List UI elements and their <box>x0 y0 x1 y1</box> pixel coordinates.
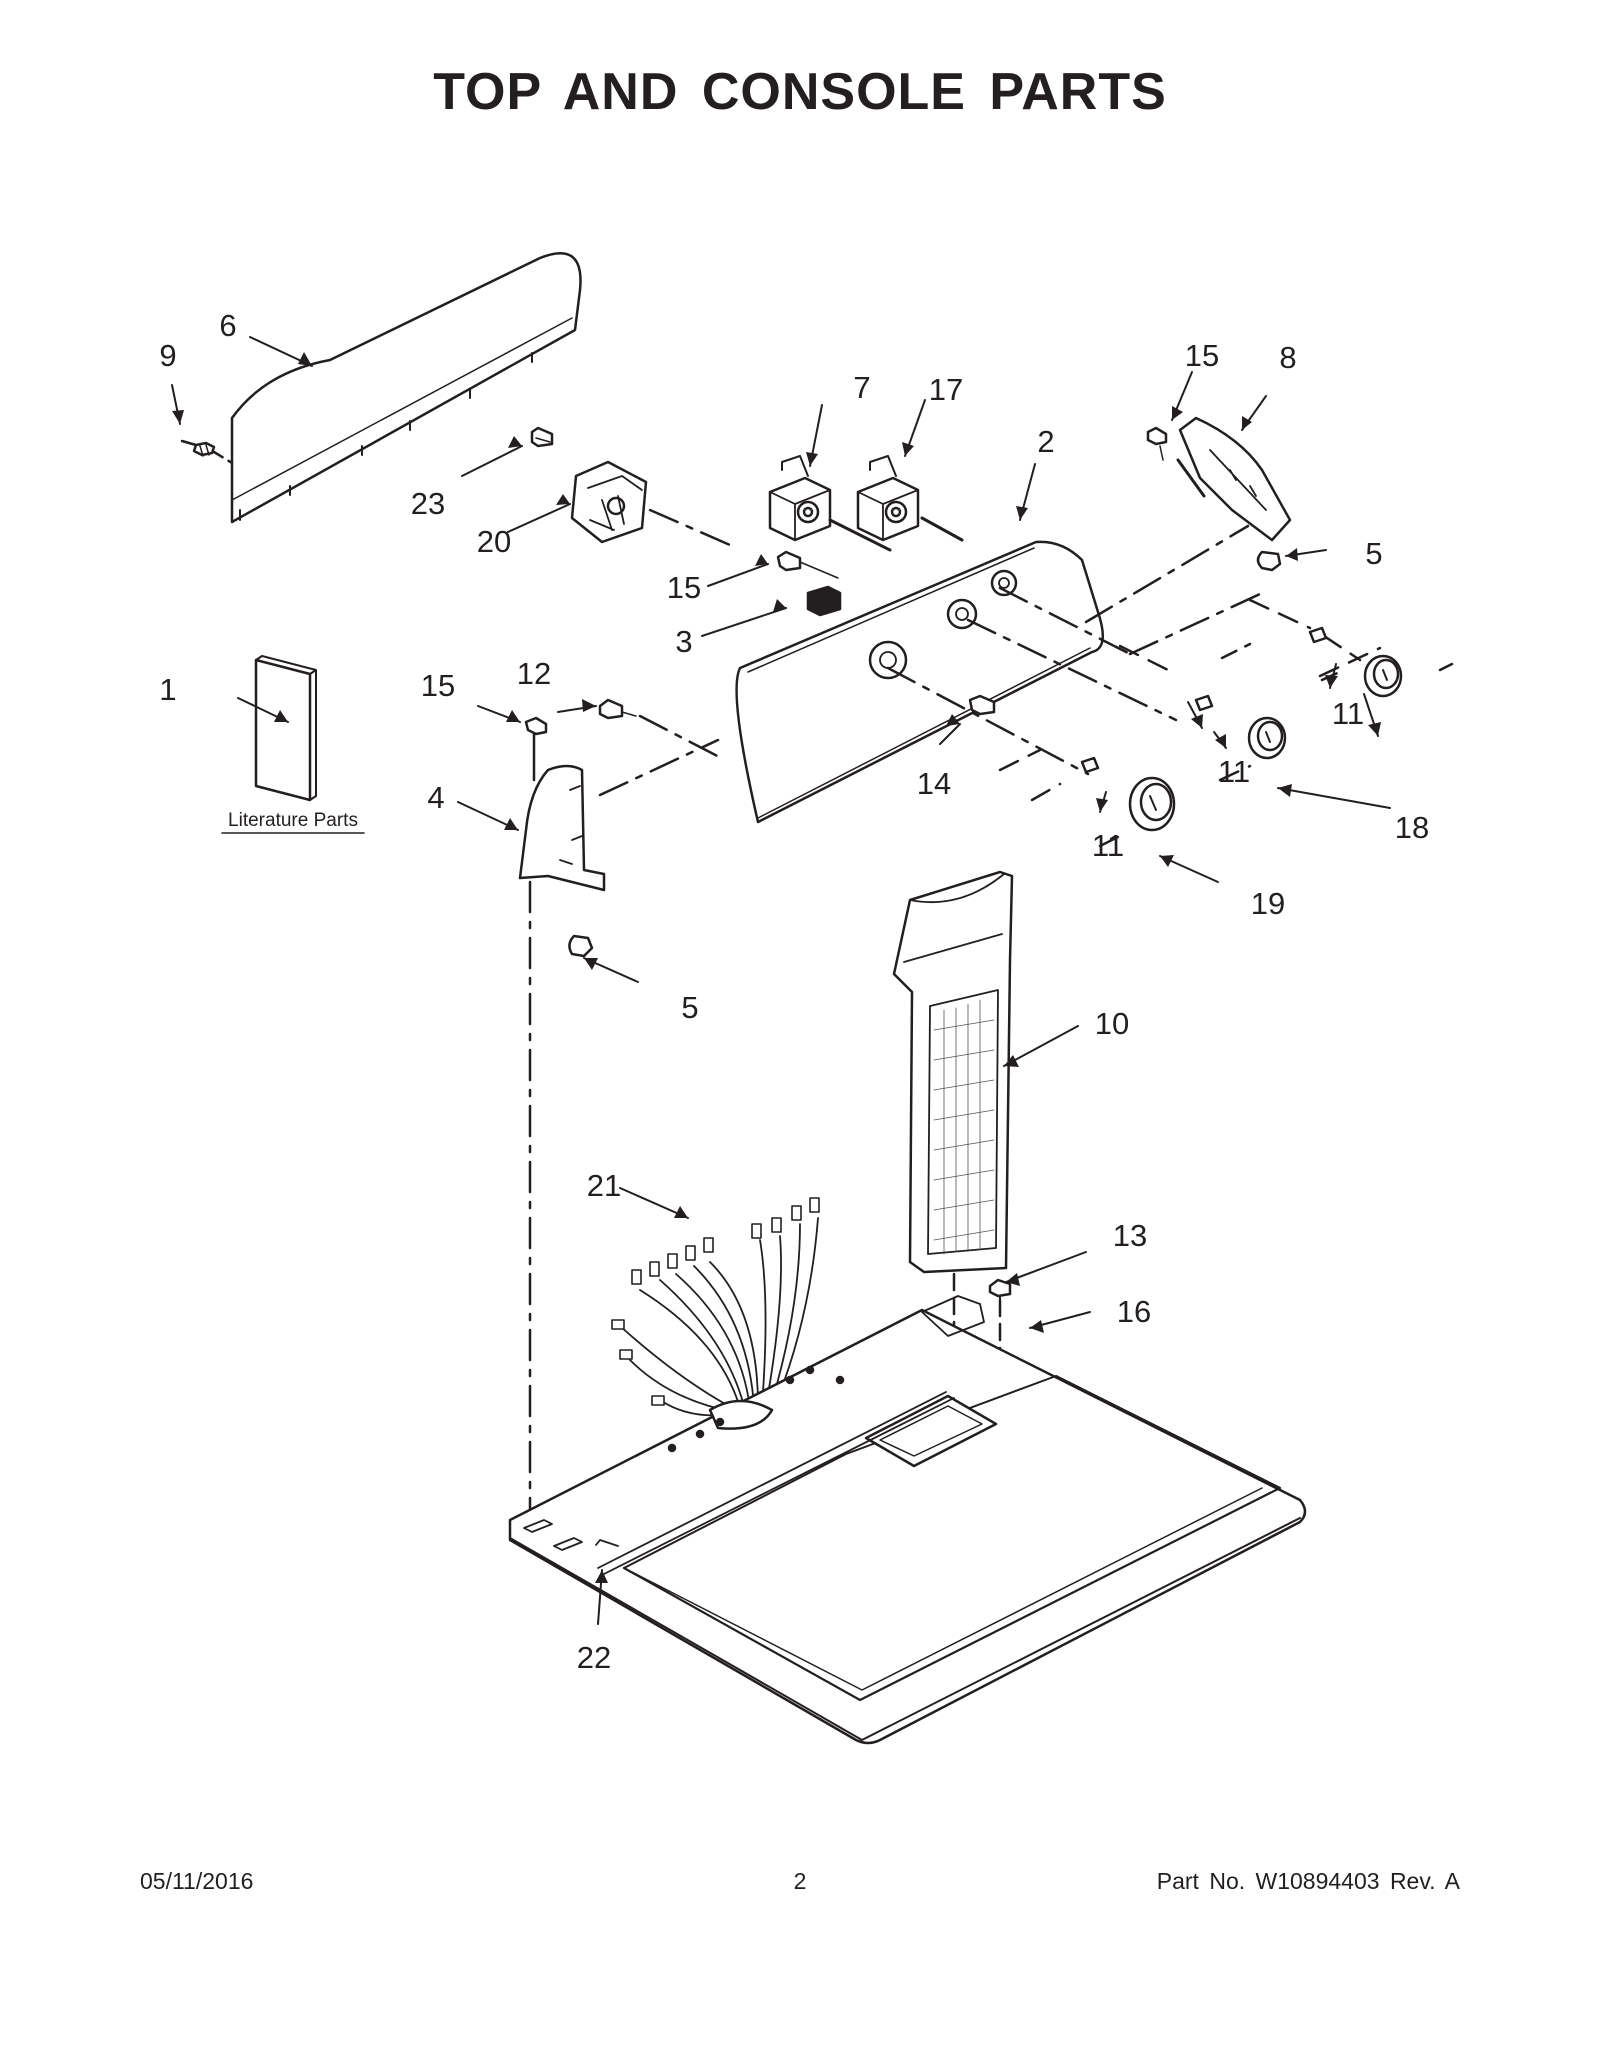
callout-15-left: 15 <box>421 668 455 703</box>
literature-parts-label: Literature Parts <box>228 810 358 831</box>
callout-11-low: 11 <box>1092 828 1124 863</box>
screw-14 <box>968 694 996 716</box>
screw-12 <box>598 698 637 720</box>
callout-20: 20 <box>477 524 511 559</box>
page-title: TOP AND CONSOLE PARTS <box>433 63 1167 121</box>
switch-7 <box>768 455 832 542</box>
end-cap-8 <box>1178 416 1292 542</box>
callout-6: 6 <box>219 308 236 343</box>
callout-18: 18 <box>1395 810 1429 845</box>
callout-5-right: 5 <box>1365 536 1382 571</box>
callout-22: 22 <box>577 1640 611 1675</box>
callout-13: 13 <box>1113 1218 1147 1253</box>
callout-1: 1 <box>159 672 176 707</box>
clip-3 <box>806 585 842 617</box>
callout-7: 7 <box>853 370 870 405</box>
callout-4: 4 <box>427 780 444 815</box>
callout-8: 8 <box>1279 340 1296 375</box>
callout-11-mid: 11 <box>1218 754 1250 789</box>
callout-12: 12 <box>517 656 551 691</box>
console-2 <box>735 540 1105 824</box>
callout-3: 3 <box>675 624 692 659</box>
rear-console-panel <box>230 252 582 524</box>
screw-13 <box>988 1278 1012 1313</box>
arrowheads <box>172 352 1381 1583</box>
lint-screen-10 <box>892 870 1014 1274</box>
clip-5-left <box>568 934 594 958</box>
callout-2: 2 <box>1037 424 1054 459</box>
screw-15-center <box>776 550 839 579</box>
callout-23: 23 <box>411 486 445 521</box>
callout-14: 14 <box>917 766 951 801</box>
callout-21: 21 <box>587 1168 621 1203</box>
knob-18-top <box>1308 626 1403 698</box>
end-cap-4 <box>518 764 606 892</box>
knob-19 <box>1080 756 1176 832</box>
callout-9: 9 <box>159 338 176 373</box>
screw-23 <box>530 426 554 448</box>
literature-book <box>254 655 317 802</box>
callout-15-center: 15 <box>667 570 701 605</box>
knob-18-mid <box>1194 694 1287 760</box>
footer-date: 05/11/2016 <box>140 1868 254 1894</box>
footer-page-number: 2 <box>793 1868 807 1894</box>
screw-15-left <box>524 716 548 782</box>
top-16 <box>508 1295 1307 1745</box>
callout-5-left: 5 <box>681 990 698 1025</box>
switch-17 <box>856 455 920 542</box>
timer-20 <box>570 460 648 544</box>
callout-16: 16 <box>1117 1294 1151 1329</box>
clip-5-right <box>1256 550 1282 572</box>
footer-part-number: Part No. W10894403 Rev. A <box>1156 1868 1460 1894</box>
callout-15-right: 15 <box>1185 338 1219 373</box>
screw-9 <box>180 439 216 457</box>
callout-19: 19 <box>1251 886 1285 921</box>
callout-10: 10 <box>1095 1006 1129 1041</box>
callout-11-top: 11 <box>1332 696 1364 731</box>
callout-17: 17 <box>929 372 963 407</box>
wire-harness-21 <box>611 1197 820 1417</box>
screw-15-right <box>1146 426 1168 461</box>
